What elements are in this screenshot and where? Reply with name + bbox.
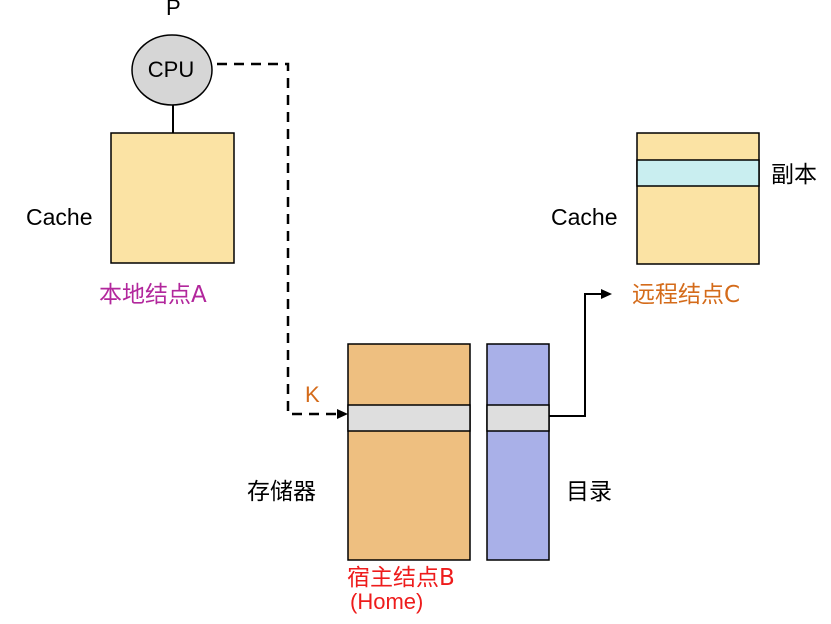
processor-label: P	[166, 0, 181, 20]
remote-cache-label: Cache	[551, 204, 618, 230]
directory-label: 目录	[566, 479, 612, 505]
remote-copy-line	[636, 159, 760, 187]
home-node-subtitle: (Home)	[350, 589, 424, 614]
cpu-circle	[131, 34, 213, 106]
cpu-label: CPU	[147, 57, 195, 82]
local-node-name: 本地结点A	[99, 282, 207, 308]
request-path-dashed	[217, 62, 340, 416]
directory-entry	[486, 404, 550, 432]
memory-block	[347, 343, 471, 561]
memory-line-k	[347, 404, 471, 432]
remote-copy-label: 副本	[771, 162, 817, 188]
directory-pointer-arrowhead	[601, 289, 612, 299]
remote-cache-block	[636, 132, 760, 265]
memory-label: 存储器	[247, 479, 316, 505]
directory-block	[486, 343, 550, 561]
local-cache-block	[110, 132, 235, 264]
directory-pointer-path	[549, 293, 602, 417]
home-node-name: 宿主结点B	[347, 565, 455, 591]
remote-node-name: 远程结点C	[632, 282, 741, 308]
request-arrowhead	[337, 409, 348, 419]
local-cache-label: Cache	[26, 204, 93, 230]
address-k-label: K	[305, 382, 320, 407]
